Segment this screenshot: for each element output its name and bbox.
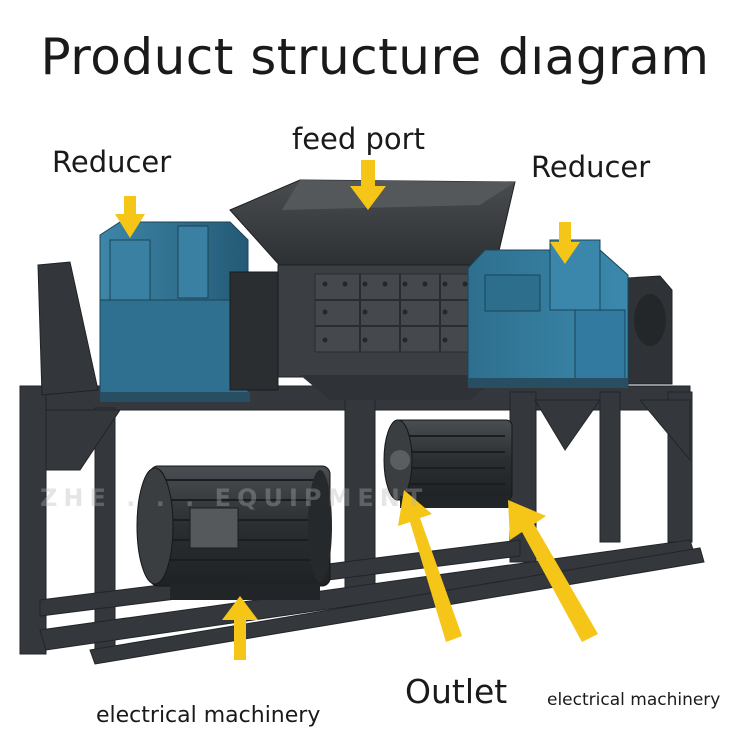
base-frame [19, 385, 705, 665]
down-arrow-icon [550, 222, 580, 264]
cutting-chamber [277, 264, 500, 400]
reducer-right [467, 239, 629, 388]
arrow-motor-right [508, 500, 598, 642]
up-arrow-icon [222, 596, 258, 660]
arrow-outlet [398, 490, 462, 642]
label-motor-left: electrical machinery [96, 703, 321, 728]
page-title: Product structure dıagram [40, 28, 710, 86]
up-arrow-icon [508, 500, 598, 642]
arrow-feed-port [350, 160, 386, 210]
motor-left [136, 465, 332, 600]
up-arrow-icon [398, 490, 462, 642]
reducer-left [99, 221, 279, 402]
label-outlet: Outlet [405, 672, 508, 711]
arrow-reducer-left [115, 196, 145, 238]
motor-right [383, 419, 513, 508]
hopper [229, 179, 516, 269]
arrow-reducer-right [550, 222, 580, 264]
label-motor-right: electrical machinery [547, 690, 721, 710]
label-reducer-right: Reducer [531, 150, 651, 184]
right-bearing-housing [623, 275, 673, 385]
label-feed-port: feed port [292, 122, 425, 156]
down-arrow-icon [350, 160, 386, 210]
down-arrow-icon [115, 196, 145, 238]
arrow-motor-left [222, 596, 258, 660]
label-reducer-left: Reducer [52, 145, 172, 179]
left-bearing-housing [37, 261, 99, 396]
